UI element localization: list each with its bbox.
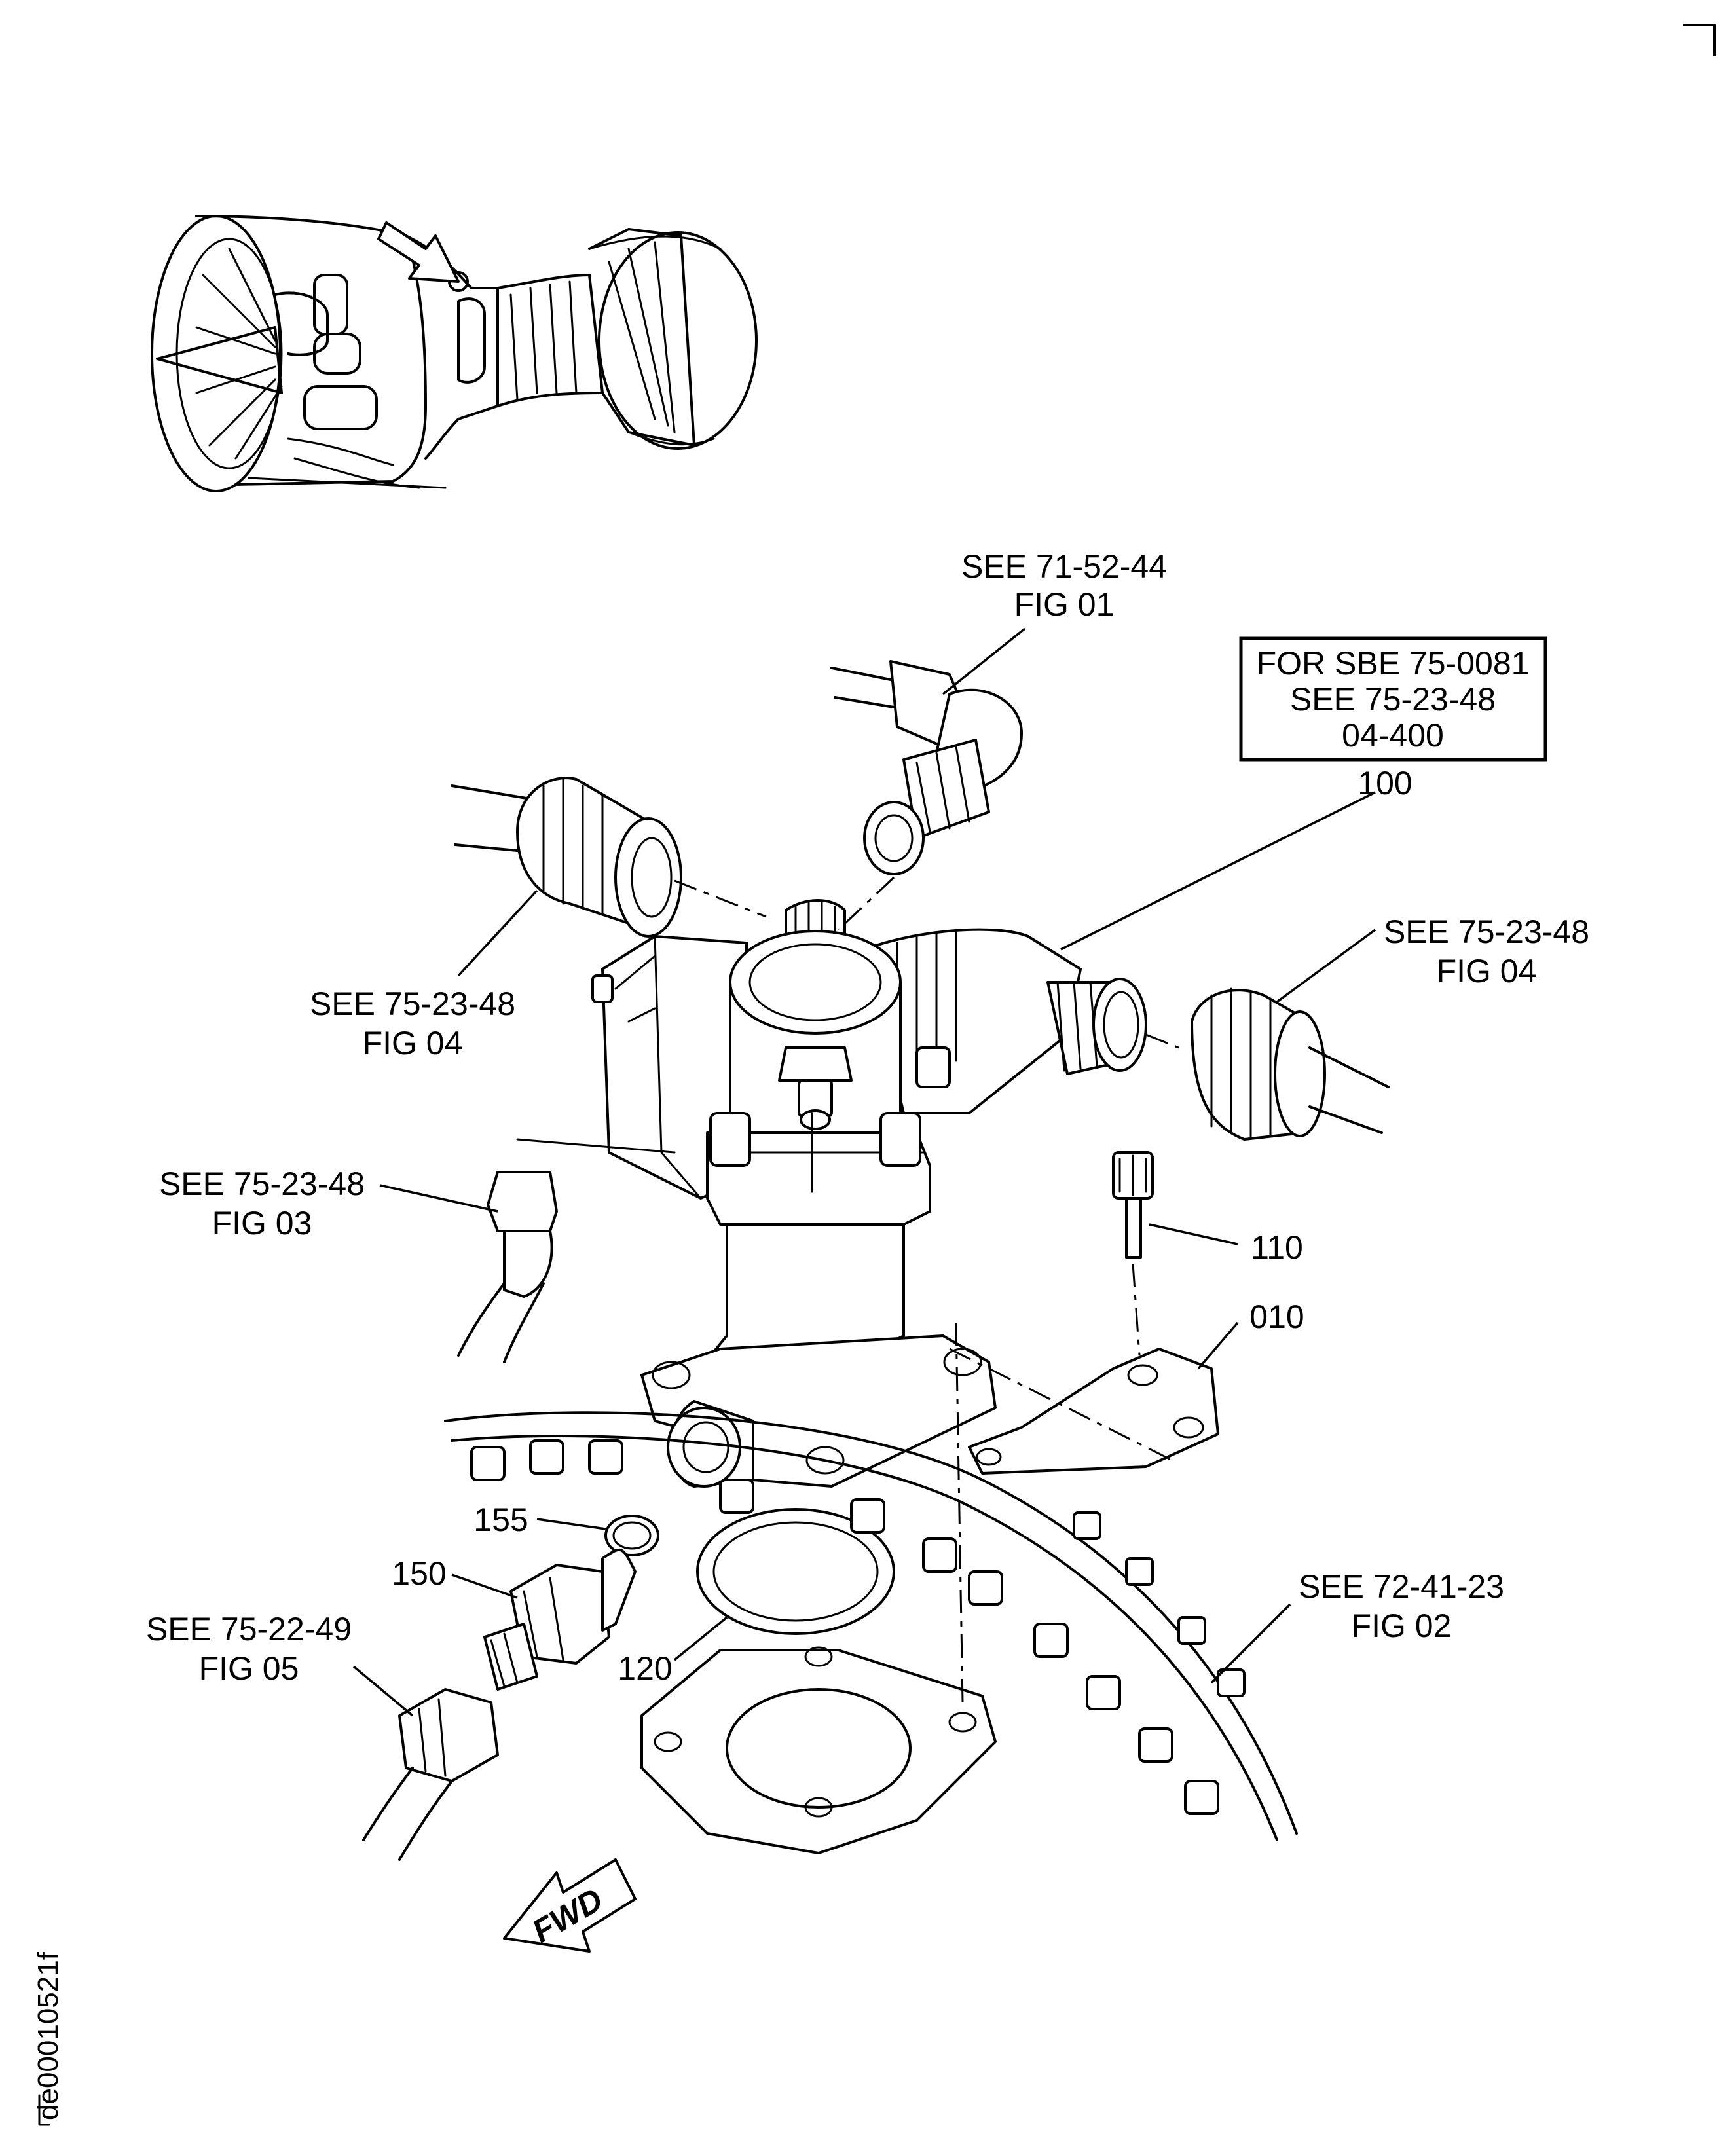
engine-overview-icon — [151, 215, 758, 492]
leader-155 — [536, 1518, 606, 1530]
fwd-arrow-icon: FWD — [503, 1858, 637, 1953]
item-110: 110 — [1251, 1229, 1303, 1266]
o-ring-155 — [604, 1515, 659, 1556]
leader-75-22-49 — [352, 1665, 414, 1717]
note-line-1: FOR SBE 75-0081 — [1257, 645, 1530, 682]
gasket-120 — [696, 1508, 895, 1635]
item-120: 120 — [618, 1650, 672, 1687]
bolt-110 — [1112, 1151, 1154, 1356]
leader-110 — [1149, 1223, 1238, 1245]
leader-010 — [1197, 1321, 1239, 1370]
leader-100 — [1060, 791, 1376, 951]
ref-75-23-48-left-fig: FIG 04 — [363, 1025, 463, 1061]
fig03-fitting — [457, 1138, 676, 1363]
leader-75-23-48-left — [457, 889, 538, 977]
ref-75-22-49-see: SEE 75-22-49 — [146, 1611, 352, 1647]
ref-75-22-49-fig: FIG 05 — [199, 1650, 299, 1687]
note-line-2: SEE 75-23-48 — [1290, 681, 1496, 718]
ref-75-23-48-fig03-see: SEE 75-23-48 — [159, 1166, 365, 1202]
note-line-3: 04-400 — [1342, 717, 1444, 754]
ref-75-23-48-left-see: SEE 75-23-48 — [310, 985, 515, 1022]
bracket-axis — [949, 1348, 1173, 1462]
leader-72-41-23 — [1210, 1603, 1291, 1684]
location-arrow-icon — [377, 221, 460, 283]
bracket-010 — [968, 1348, 1219, 1475]
ref-75-23-48-right-see: SEE 75-23-48 — [1384, 913, 1589, 950]
valve-housing — [591, 899, 1147, 1488]
ref-71-52-44-see: SEE 71-52-44 — [961, 548, 1167, 585]
leader-150 — [451, 1573, 518, 1599]
fig05-fitting — [362, 1688, 499, 1861]
leader-71-52-44 — [942, 627, 1026, 695]
leader-75-23-48-right — [1276, 929, 1376, 1003]
figure-id: de00010521f — [32, 1951, 64, 2126]
union-150 — [483, 1548, 637, 1691]
ref-71-52-44-fig: FIG 01 — [1014, 586, 1115, 623]
item-010: 010 — [1249, 1298, 1304, 1335]
leader-fig03 — [379, 1184, 498, 1213]
top-connector — [830, 660, 1023, 931]
corner-crop-mark — [1683, 24, 1716, 56]
item-100: 100 — [1357, 765, 1412, 801]
ref-72-41-23-fig: FIG 02 — [1352, 1608, 1452, 1644]
leader-120 — [673, 1616, 728, 1661]
right-coupling — [1145, 987, 1390, 1141]
ref-75-23-48-fig03-fig: FIG 03 — [212, 1205, 312, 1242]
note-box: FOR SBE 75-0081 SEE 75-23-48 04-400 — [1239, 636, 1547, 762]
ref-75-23-48-right-fig: FIG 04 — [1437, 953, 1537, 989]
item-150: 150 — [392, 1555, 446, 1592]
figure-id-text: de00010521f — [32, 1951, 64, 2120]
item-155: 155 — [473, 1501, 528, 1538]
ref-72-41-23-see: SEE 72-41-23 — [1299, 1568, 1504, 1605]
mounting-pad — [640, 1646, 997, 1854]
center-axis — [955, 1322, 964, 1703]
left-coupling — [451, 777, 767, 938]
